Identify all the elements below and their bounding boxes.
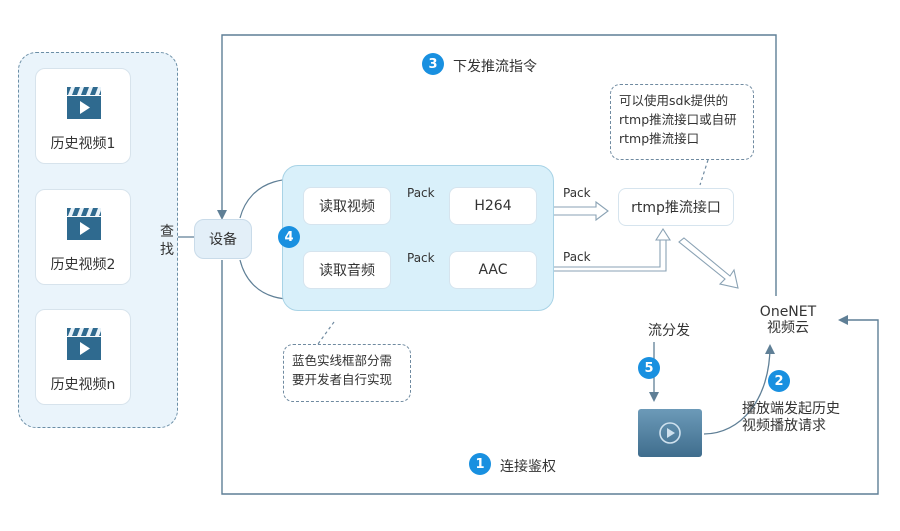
note-line: 可以使用sdk提供的 (619, 93, 729, 108)
pack-label: Pack (407, 186, 435, 200)
device-node[interactable]: 设备 (194, 219, 252, 259)
step-2-line2: 视频播放请求 (742, 418, 826, 434)
note-rtmp-tail (699, 159, 709, 186)
search-label-char-1: 查 (160, 224, 174, 240)
history-video-card-n[interactable]: 历史视频n (35, 309, 131, 405)
history-video-label: 历史视频2 (50, 257, 116, 273)
step-2-line1: 播放端发起历史 (742, 401, 840, 417)
search-label-char-2: 找 (160, 242, 174, 258)
history-video-label: 历史视频n (50, 377, 116, 393)
pack-arrow-rtmp-big (678, 237, 739, 289)
note-line: rtmp推流接口 (619, 131, 700, 146)
film-icon (67, 208, 101, 240)
pack-arrow-aac (542, 240, 667, 272)
rtmp-note: 可以使用sdk提供的 rtmp推流接口或自研 rtmp推流接口 (610, 84, 754, 160)
film-icon (67, 328, 101, 360)
step-badge-3: 3 (422, 53, 444, 75)
onenet-label-line2: 视频云 (767, 320, 809, 336)
pack-label: Pack (407, 251, 435, 265)
pack-label: Pack (563, 186, 591, 200)
step-badge-2: 2 (768, 370, 790, 392)
step-badge-5: 5 (638, 357, 660, 379)
step-badge-1: 1 (469, 453, 491, 475)
note-dev-tail (317, 321, 335, 345)
history-video-label: 历史视频1 (50, 136, 116, 152)
h264-node[interactable]: H264 (449, 187, 537, 225)
read-video-node[interactable]: 读取视频 (303, 187, 391, 225)
stream-dispatch-label: 流分发 (648, 323, 690, 339)
play-circle-icon (659, 422, 681, 444)
note-line: 蓝色实线框部分需 (292, 353, 393, 368)
player-thumbnail[interactable] (638, 409, 702, 457)
history-video-card-1[interactable]: 历史视频1 (35, 68, 131, 164)
auth-loop-line (221, 260, 879, 495)
onenet-label-line1: OneNET (759, 304, 817, 320)
step-2-label: 播放端发起历史 视频播放请求 (742, 401, 840, 435)
play-request-arrow (703, 344, 775, 435)
read-audio-node[interactable]: 读取音频 (303, 251, 391, 289)
rtmp-interface-node[interactable]: rtmp推流接口 (618, 188, 734, 226)
step-1-label: 连接鉴权 (500, 459, 556, 475)
step-3-label: 下发推流指令 (453, 59, 537, 75)
step-badge-4: 4 (278, 226, 300, 248)
pack-label: Pack (563, 250, 591, 264)
onenet-cloud-label[interactable]: OneNET 视频云 (752, 304, 824, 336)
command-loop-line (217, 34, 777, 296)
developer-note: 蓝色实线框部分需 要开发者自行实现 (283, 344, 411, 402)
note-line: 要开发者自行实现 (292, 372, 393, 387)
film-icon (67, 87, 101, 119)
note-line: rtmp推流接口或自研 (619, 112, 737, 127)
history-video-card-2[interactable]: 历史视频2 (35, 189, 131, 285)
aac-node[interactable]: AAC (449, 251, 537, 289)
